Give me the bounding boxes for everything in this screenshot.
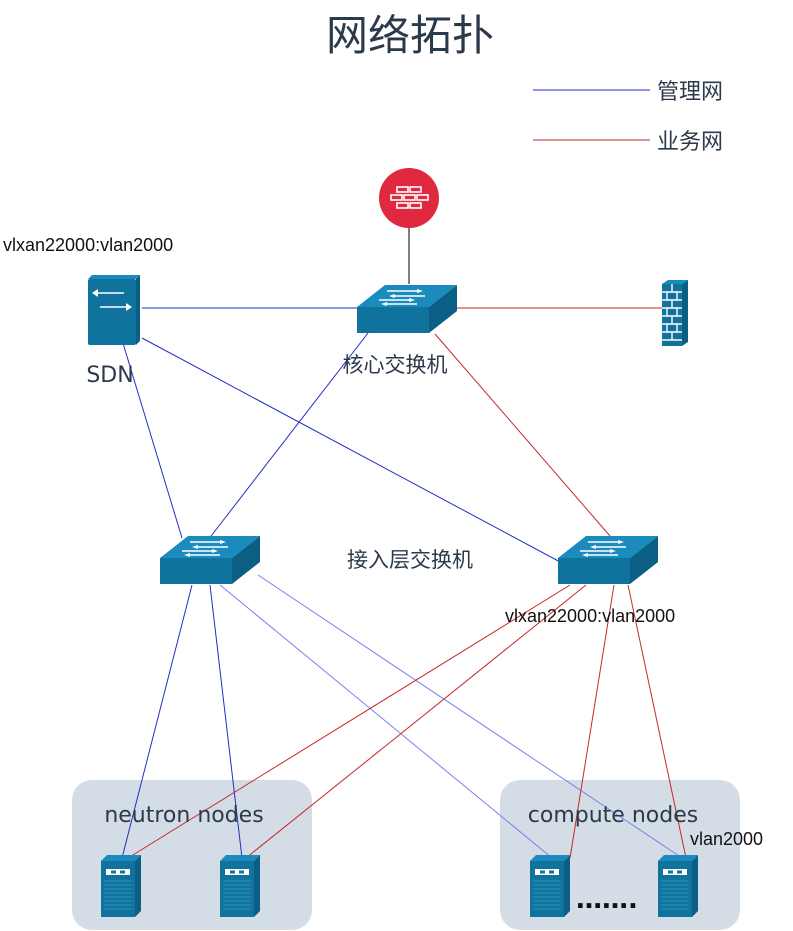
compute-nodes-label: compute nodes: [528, 803, 698, 828]
access-vlan-label: vlxan22000:vlan2000: [505, 606, 675, 626]
firewall-icon[interactable]: [662, 280, 688, 346]
mgmt-links-light: [219, 574, 683, 859]
compute-vlan-label: vlan2000: [690, 829, 763, 849]
access-switch-left-icon[interactable]: [159, 535, 261, 585]
compute-server-1-icon[interactable]: [529, 854, 571, 918]
mgmt-links: [121, 307, 563, 859]
sdn-vlan-label: vlxan22000:vlan2000: [3, 235, 173, 255]
core-switch-icon[interactable]: [356, 284, 458, 334]
legend-biz-label: 业务网: [657, 130, 723, 155]
neutron-nodes-label: neutron nodes: [104, 803, 263, 828]
compute-server-2-icon[interactable]: [657, 854, 699, 918]
router-icon[interactable]: [379, 168, 439, 228]
diagram-title: 网络拓扑: [326, 11, 494, 60]
neutron-server-1-icon[interactable]: [100, 854, 142, 918]
sdn-label: SDN: [86, 363, 133, 388]
access-switch-right-icon[interactable]: [557, 535, 659, 585]
core-switch-label: 核心交换机: [343, 353, 448, 377]
neutron-server-2-icon[interactable]: [219, 854, 261, 918]
access-switch-label: 接入层交换机: [347, 548, 473, 572]
biz-links: [127, 307, 687, 859]
sdn-controller-icon[interactable]: [88, 275, 140, 345]
compute-ellipsis: …….: [576, 885, 638, 915]
legend-mgmt-label: 管理网: [657, 80, 723, 105]
